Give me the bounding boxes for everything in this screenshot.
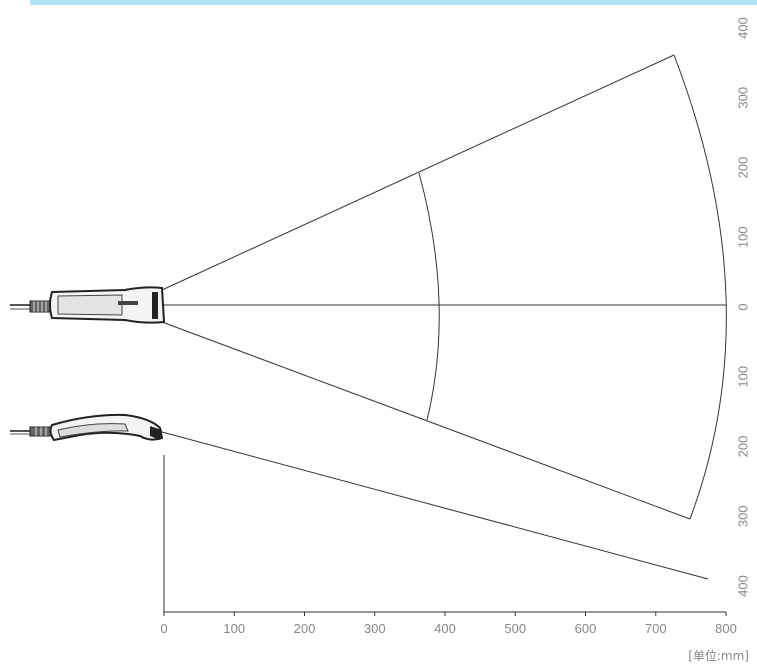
x-axis-tick-label: 100 [223, 621, 245, 636]
scanner-side-view-icon [10, 413, 164, 442]
x-axis-tick-label: 600 [575, 621, 597, 636]
y-axis-tick-label: 400 [735, 17, 750, 39]
top-accent-bar [30, 0, 757, 5]
x-axis-tick-label: 0 [160, 621, 167, 636]
y-axis-tick-label: 100 [735, 226, 750, 248]
x-axis-tick-label: 400 [434, 621, 456, 636]
upper-boundary-line [161, 54, 675, 291]
unit-label: [单位:mm] [688, 649, 749, 663]
outer-range-arc [673, 54, 727, 520]
top-scan-field [161, 54, 727, 520]
scanner-top-view-icon [10, 286, 166, 324]
x-axis-tick-label: 300 [364, 621, 386, 636]
y-axis-tick-label: 100 [735, 366, 750, 388]
x-axis-tick-label: 700 [645, 621, 667, 636]
y-axis-tick-label: 400 [735, 575, 750, 597]
y-axis-tick-label: 300 [735, 505, 750, 527]
y-axis-tick-label: 0 [735, 303, 750, 310]
side-scan-line [161, 431, 709, 580]
y-axis-tick-label: 200 [735, 157, 750, 179]
y-axis-tick-label: 200 [735, 436, 750, 458]
x-axis: 0 100 200 300 400 500 600 700 800 [160, 455, 737, 636]
x-axis-tick-label: 200 [294, 621, 316, 636]
lower-boundary-line [161, 321, 691, 520]
inner-range-arc [418, 172, 440, 421]
x-axis-tick-label: 500 [504, 621, 526, 636]
y-axis-labels: 400 300 200 100 0 100 200 300 400 [735, 17, 750, 597]
x-axis-tick-label: 800 [715, 621, 737, 636]
y-axis-tick-label: 300 [735, 87, 750, 109]
